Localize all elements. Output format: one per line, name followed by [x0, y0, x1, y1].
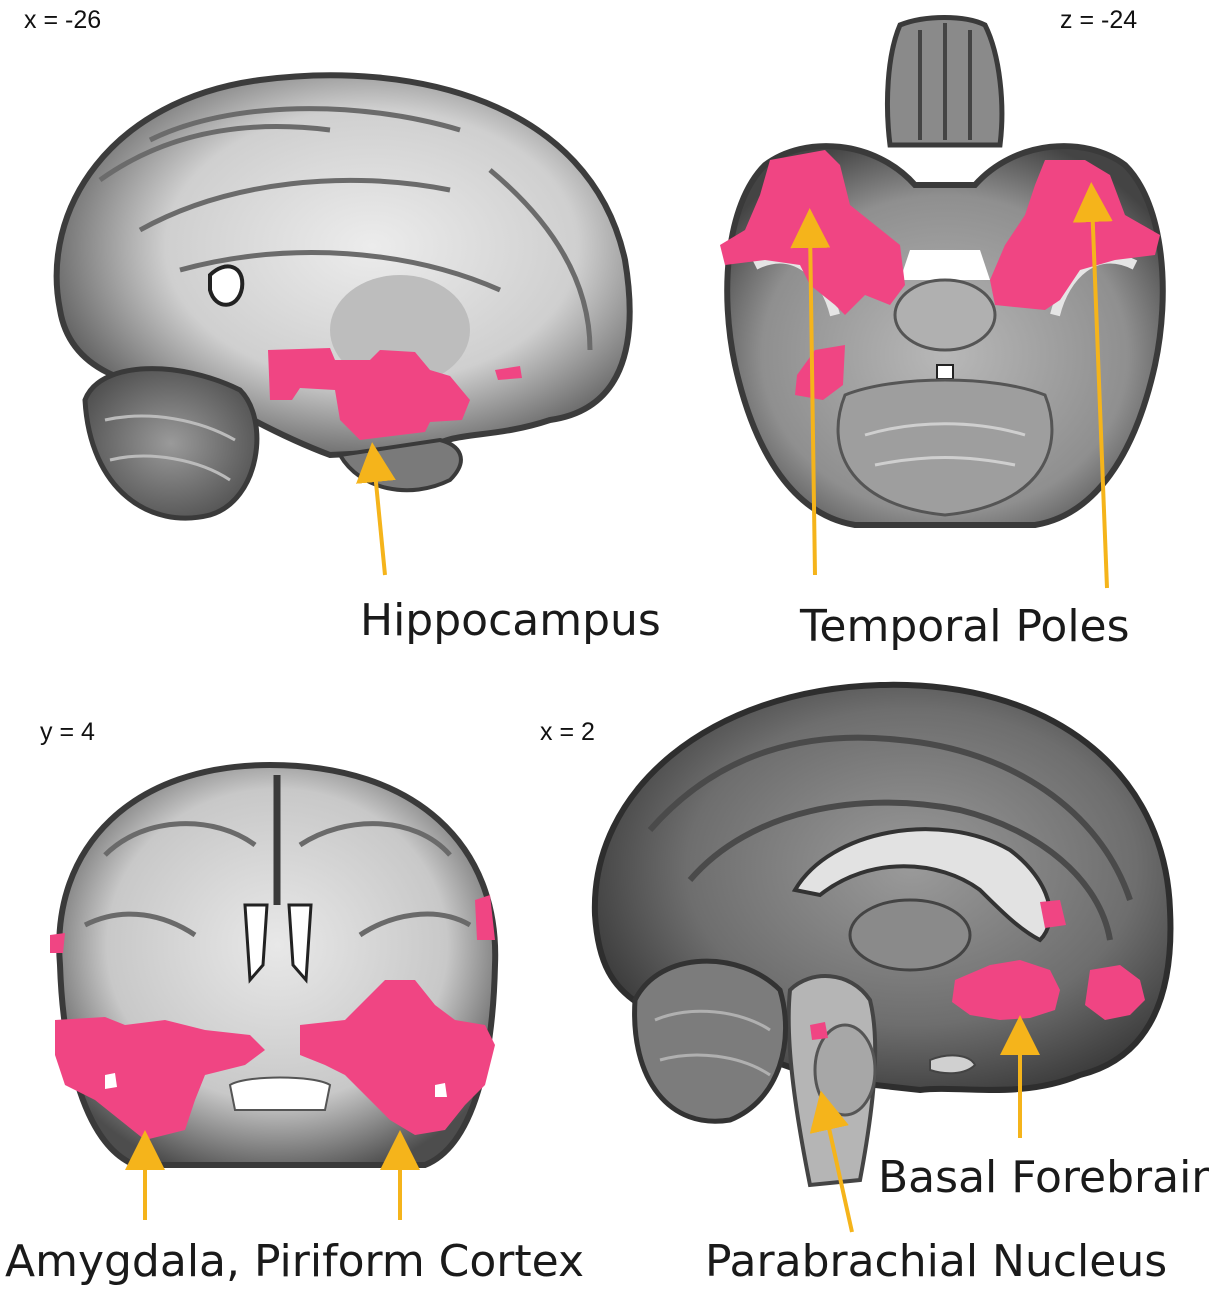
cerebellum [632, 958, 789, 1124]
sagittal-brain-slice-left [53, 72, 633, 521]
basal-forebrain-label: Basal Forebrain [878, 1152, 1209, 1203]
parabrachial-nucleus-label: Parabrachial Nucleus [705, 1236, 1168, 1287]
coronal-brain-slice [50, 761, 499, 1168]
basal-forebrain-activation [952, 900, 1145, 1020]
panel1-coordinate: x = -26 [24, 6, 102, 34]
amygdala-activation-left [50, 933, 265, 1140]
midline-sagittal-brain-slice [591, 681, 1174, 1188]
amygdala-activation-right [300, 895, 495, 1135]
panel2-coordinate: z = -24 [1060, 6, 1138, 34]
axial-brain-slice [720, 15, 1166, 528]
parabrachial-activation [810, 1022, 828, 1040]
amygdala-piriform-label: Amygdala, Piriform Cortex [5, 1236, 584, 1287]
hippocampus-label: Hippocampus [360, 595, 661, 646]
panel3-coordinate: y = 4 [40, 718, 95, 746]
temporal-poles-label: Temporal Poles [800, 601, 1130, 652]
cerebellum [82, 366, 260, 521]
panel4-coordinate: x = 2 [540, 718, 595, 746]
temporal-pole-activation-right [990, 160, 1160, 310]
hippocampus-activation [268, 348, 522, 440]
